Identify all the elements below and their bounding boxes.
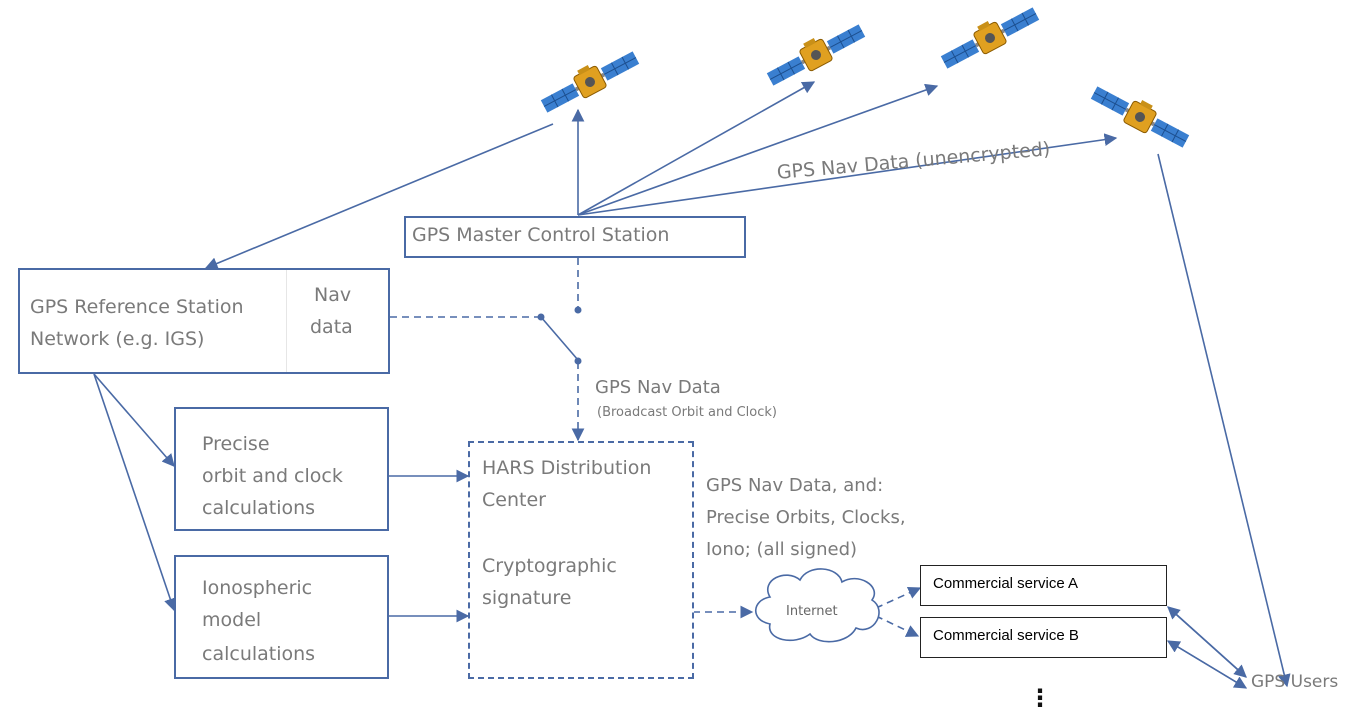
output-label-line1: GPS Nav Data, and:	[706, 475, 884, 496]
downlink-arrow	[204, 123, 554, 270]
users-downlink-arrow	[1157, 153, 1291, 688]
internet-to-service-a-dashed-arrow	[875, 586, 922, 609]
precise-line2: orbit and clock	[202, 465, 343, 487]
ref-to-precise-arrow	[93, 373, 175, 467]
gps-nav-data-sublabel: (Broadcast Orbit and Clock)	[597, 405, 777, 420]
precise-orbit-clock-box: Precise orbit and clock calculations	[174, 407, 389, 531]
satellite-icon	[762, 15, 869, 91]
uplink-arrow	[577, 81, 816, 216]
reference-station-box: GPS Reference Station Network (e.g. IGS)…	[18, 268, 390, 374]
switch-terminal	[574, 357, 582, 365]
switch-lever	[540, 316, 579, 361]
users-to-service-a-arrow	[1167, 606, 1247, 678]
gps-nav-data-label: GPS Nav Data	[595, 377, 721, 398]
ionospheric-model-box: Ionospheric model calculations	[174, 555, 389, 679]
output-label-line3: Iono; (all signed)	[706, 539, 858, 560]
ellipsis-more-services: ⋮	[1028, 684, 1052, 712]
internet-to-service-b-dashed-arrow	[875, 615, 920, 637]
gps-users-label: GPS Users	[1251, 672, 1339, 692]
hars-line1: HARS Distribution	[482, 457, 652, 479]
users-to-service-b-arrow	[1166, 640, 1247, 689]
reference-station-line2: Network (e.g. IGS)	[30, 328, 205, 350]
commercial-service-a-box: Commercial service A	[920, 565, 1167, 606]
iono-line3: calculations	[202, 643, 316, 665]
reference-station-line1: GPS Reference Station	[30, 296, 244, 318]
master-control-station-label: GPS Master Control Station	[412, 224, 670, 246]
precise-line3: calculations	[202, 497, 316, 519]
commercial-service-b-box: Commercial service B	[920, 617, 1167, 658]
nav-data-line1: Nav	[314, 284, 352, 306]
hars-line2: Center	[482, 489, 546, 511]
commercial-service-a-label: Commercial service A	[933, 575, 1079, 592]
nav-data-line2: data	[310, 316, 353, 338]
uplink-arrow	[577, 83, 939, 216]
switch-terminal	[574, 306, 582, 314]
master-control-station-box: GPS Master Control Station	[404, 216, 746, 258]
internet-label: Internet	[786, 604, 838, 619]
switch-terminal	[537, 313, 545, 321]
satellite-icon	[536, 42, 643, 118]
precise-line1: Precise	[202, 433, 270, 455]
satellite-icon	[1080, 50, 1202, 180]
iono-line2: model	[202, 609, 262, 631]
hars-line4: signature	[482, 587, 572, 609]
internet-cloud	[754, 568, 880, 643]
iono-line1: Ionospheric	[202, 577, 313, 599]
nav-data-divider	[286, 270, 287, 372]
hars-distribution-center-box: HARS Distribution Center Cryptographic s…	[468, 441, 694, 679]
hars-line3: Cryptographic	[482, 555, 617, 577]
satellite-icon	[936, 0, 1043, 74]
ref-to-iono-arrow	[93, 373, 177, 612]
commercial-service-b-label: Commercial service B	[933, 627, 1079, 644]
output-label-line2: Precise Orbits, Clocks,	[706, 507, 906, 528]
uplink-arrow	[577, 133, 1118, 216]
